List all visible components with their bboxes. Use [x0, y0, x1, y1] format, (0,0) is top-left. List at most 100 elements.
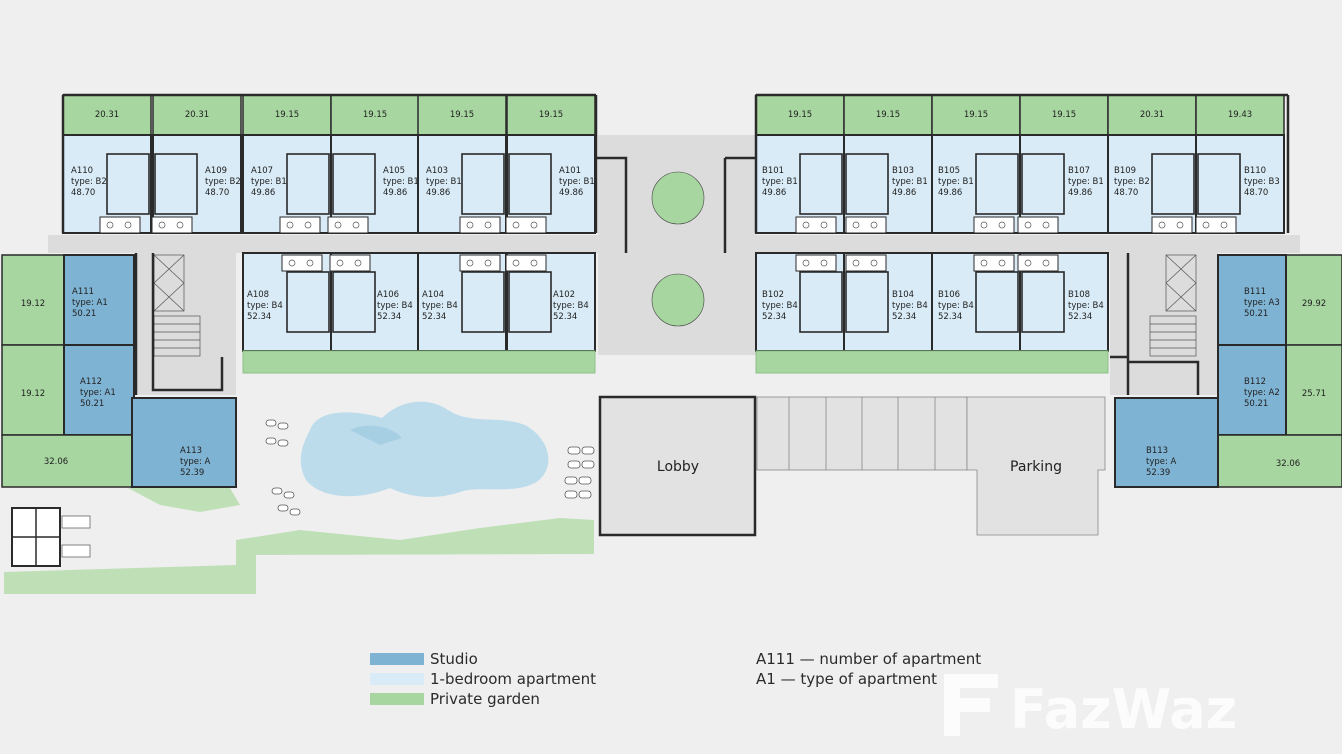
private-garden [1217, 434, 1342, 488]
unit-area: 52.34 [553, 312, 577, 322]
unit-type: type: A [180, 457, 211, 467]
bathroom [151, 216, 193, 234]
studio-apartment [63, 344, 135, 436]
private-garden [1, 434, 133, 488]
sink-icon [530, 221, 538, 229]
unit-area: 48.70 [205, 188, 229, 198]
toilet-icon [1158, 221, 1166, 229]
sun-loungers [265, 419, 595, 516]
private-garden [931, 94, 1021, 136]
legend-label: Studio [430, 650, 478, 668]
garden-area: 20.31 [95, 110, 119, 120]
unit-type: type: A3 [1244, 298, 1280, 308]
garden-area: 19.15 [788, 110, 812, 120]
toilet-icon [334, 221, 342, 229]
private-garden [1195, 94, 1285, 136]
bathroom [795, 254, 837, 272]
garden-area: 19.12 [21, 299, 45, 309]
legend-item-one-bed: 1-bedroom apartment [370, 669, 596, 689]
unit-number: A111 [72, 287, 94, 297]
private-garden [755, 94, 845, 136]
unit-type: type: A1 [80, 388, 116, 398]
garden-area: 19.15 [1052, 110, 1076, 120]
toilet-icon [466, 221, 474, 229]
unit-type: type: B4 [1068, 301, 1104, 311]
unit-type: type: B1 [892, 177, 928, 187]
unit-number: B109 [1114, 166, 1136, 176]
sink-icon [306, 259, 314, 267]
bedroom-outline [508, 153, 552, 215]
note-apartment-type: A1 — type of apartment [756, 670, 938, 688]
unit-area: 50.21 [72, 309, 96, 319]
unit-area: 50.21 [1244, 309, 1268, 319]
sink-icon [484, 221, 492, 229]
unit-type: type: B1 [559, 177, 595, 187]
studio-apartment [1217, 254, 1287, 346]
unit-type: type: B4 [377, 301, 413, 311]
unit-area: 50.21 [1244, 399, 1268, 409]
unit-number: A106 [377, 290, 399, 300]
bathroom [281, 254, 323, 272]
unit-type: type: B4 [938, 301, 974, 311]
garden-area: 19.15 [363, 110, 387, 120]
sink-icon [354, 259, 362, 267]
garden-area: 19.15 [539, 110, 563, 120]
bedroom-outline [799, 271, 843, 333]
toilet-icon [1202, 221, 1210, 229]
unit-type: type: B4 [892, 301, 928, 311]
planter-circle [651, 273, 705, 327]
toilet-icon [336, 259, 344, 267]
legend: Studio 1-bedroom apartment Private garde… [370, 649, 596, 709]
bedroom-outline [332, 271, 376, 333]
unit-number: A101 [559, 166, 581, 176]
private-garden-strip [755, 350, 1109, 374]
garden-area: 19.15 [450, 110, 474, 120]
unit-number: A103 [426, 166, 448, 176]
lobby-label: Lobby [657, 459, 699, 475]
watermark-text: FazWaz [1010, 678, 1237, 741]
toilet-icon [466, 259, 474, 267]
unit-type: type: A [1146, 457, 1177, 467]
toilet-icon [852, 221, 860, 229]
legend-swatch-studio [370, 653, 424, 665]
bathroom [459, 254, 501, 272]
unit-type: type: B3 [1244, 177, 1280, 187]
unit-number: B112 [1244, 377, 1266, 387]
legend-item-garden: Private garden [370, 689, 596, 709]
legend-label: 1-bedroom apartment [430, 670, 596, 688]
garden-area: 19.15 [275, 110, 299, 120]
toilet-icon [1024, 221, 1032, 229]
unit-area: 49.86 [251, 188, 275, 198]
sink-icon [998, 221, 1006, 229]
garden-area: 29.92 [1302, 299, 1326, 309]
bedroom-outline [286, 153, 330, 215]
bathroom [459, 216, 501, 234]
private-garden [1, 344, 65, 436]
garden-area: 32.06 [44, 457, 68, 467]
building-wall [596, 156, 756, 253]
building-wall [134, 253, 1200, 395]
unit-number: A108 [247, 290, 269, 300]
legend-swatch-garden [370, 693, 424, 705]
toilet-icon [980, 259, 988, 267]
garden-area: 19.43 [1228, 110, 1252, 120]
studio-apartment [1217, 344, 1287, 436]
bathroom [973, 216, 1015, 234]
garden-area: 25.71 [1302, 389, 1326, 399]
studio-apartment [131, 397, 237, 488]
sink-icon [352, 221, 360, 229]
planter-circle [651, 171, 705, 225]
toilet-icon [802, 259, 810, 267]
toilet-block [11, 507, 91, 567]
sink-icon [484, 259, 492, 267]
